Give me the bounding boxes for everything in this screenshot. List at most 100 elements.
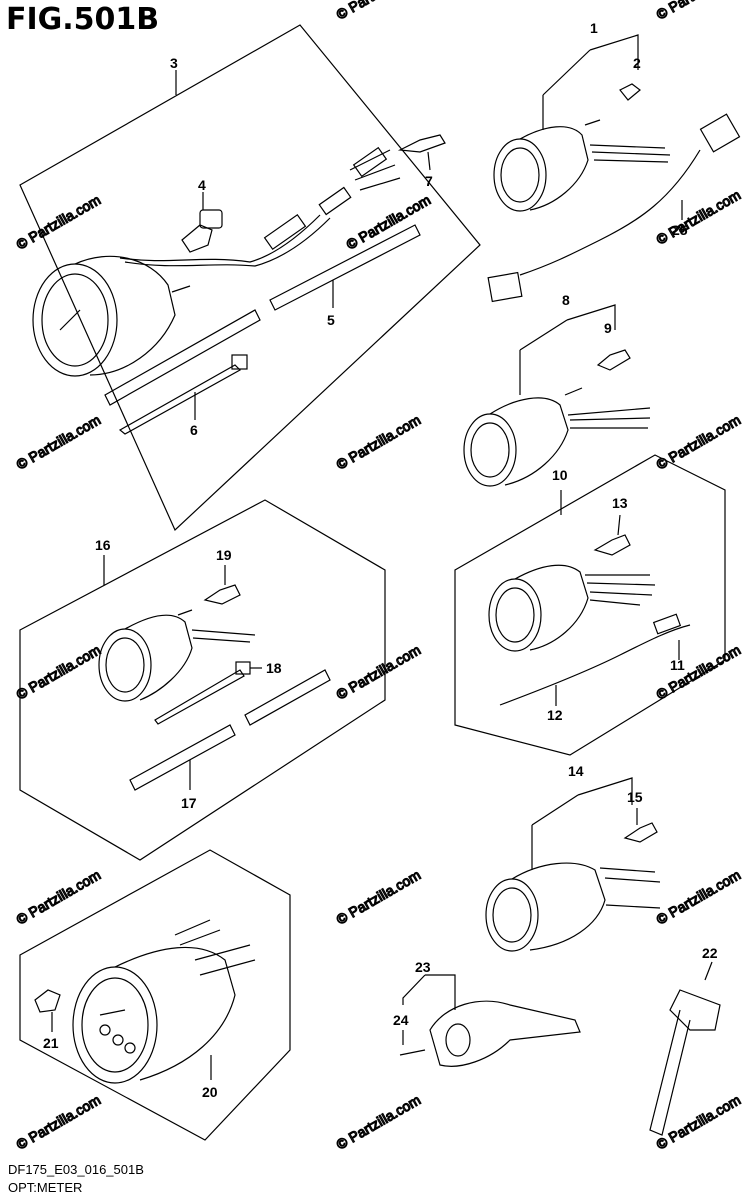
leader-line <box>542 49 591 96</box>
gauge-bezel <box>493 138 547 212</box>
gauge-stud <box>584 119 601 126</box>
bulb <box>619 83 641 101</box>
connector <box>263 213 307 251</box>
callout-8: 8 <box>562 292 570 308</box>
leader-line <box>704 961 713 981</box>
cable-tie-head <box>235 661 251 675</box>
watermark-text: © Partzilla.com <box>14 412 104 473</box>
callout-9: 9 <box>604 320 612 336</box>
leader-line <box>531 794 579 826</box>
callout-7: 7 <box>425 173 433 189</box>
gauge-needle <box>59 309 81 331</box>
leader-line <box>566 304 616 330</box>
wire-lead <box>191 629 256 643</box>
callout-18: 18 <box>266 660 282 676</box>
watermark-text: © Partzilla.com <box>654 412 744 473</box>
figure-code: DF175_E03_016_501B <box>8 1162 144 1177</box>
callout-21: 21 <box>43 1035 59 1051</box>
lever-bracket <box>429 1000 581 1067</box>
wire-lead <box>567 407 651 429</box>
callout-25: 25 <box>672 222 688 238</box>
watermark-text: © Partzilla.com <box>334 412 424 473</box>
tube <box>269 224 421 311</box>
bulb-housing <box>199 209 223 229</box>
callout-24: 24 <box>393 1012 409 1028</box>
screw <box>399 1049 426 1056</box>
cable-tie <box>118 364 241 435</box>
connector <box>318 186 352 216</box>
gauge-face <box>470 422 510 478</box>
group-gauge-1 <box>487 34 741 303</box>
harness-connector <box>699 113 741 153</box>
figure-title: FIG.501B <box>6 2 160 37</box>
callout-23: 23 <box>415 959 431 975</box>
group-sender-22 <box>649 961 721 1136</box>
callout-12: 12 <box>547 707 563 723</box>
callout-22: 22 <box>702 945 718 961</box>
gauge-stud <box>564 387 583 396</box>
watermark-text: © Partzilla.com <box>334 867 424 928</box>
gauge-dial-dot <box>112 1034 124 1046</box>
group-box-16 <box>19 499 386 861</box>
group-outline <box>19 849 291 1141</box>
wire <box>119 214 321 263</box>
gauge-face <box>495 587 535 643</box>
bulb-socket <box>181 224 213 253</box>
gauge-bezel <box>98 628 152 702</box>
gauge-bezel <box>488 578 542 652</box>
callout-11: 11 <box>670 657 685 673</box>
gauge-body <box>514 564 589 651</box>
gauge-dial-dot <box>99 1024 111 1036</box>
callout-1: 1 <box>590 20 598 36</box>
group-box-10 <box>454 454 726 756</box>
wire-lead <box>585 574 656 606</box>
callout-2: 2 <box>633 55 641 71</box>
bulb <box>593 534 631 556</box>
leader-line <box>519 319 568 351</box>
callout-3: 3 <box>170 55 178 71</box>
callout-13: 13 <box>612 495 628 511</box>
watermark-text: © Partzilla.com <box>334 642 424 703</box>
watermark-text: © Partzilla.com <box>654 0 744 23</box>
gauge-face <box>105 637 145 693</box>
sender-arm <box>649 1009 691 1136</box>
gauge-face <box>41 273 109 367</box>
gauge-body <box>489 397 569 486</box>
cable-tie-head <box>231 354 248 370</box>
wire-lead <box>174 919 256 976</box>
watermark-text: © Partzilla.com <box>654 187 744 248</box>
leader-line <box>589 34 639 70</box>
callout-19: 19 <box>216 547 232 563</box>
figure-caption: OPT:METER <box>8 1180 83 1195</box>
gauge-bezel <box>32 263 118 377</box>
sender-head <box>669 989 721 1031</box>
callout-4: 4 <box>198 177 206 193</box>
bulb <box>397 134 446 153</box>
harness-connector <box>487 271 523 303</box>
gauge-needle <box>99 1009 126 1016</box>
watermark-text: © Partzilla.com <box>654 867 744 928</box>
watermark-text: © Partzilla.com <box>334 1092 424 1153</box>
wire-lead <box>589 144 671 163</box>
watermark-text: © Partzilla.com <box>14 867 104 928</box>
connector <box>652 613 682 635</box>
group-box-20 <box>19 849 291 1141</box>
cable-tie <box>154 669 245 725</box>
leader-line <box>577 777 633 805</box>
bracket-hole <box>445 1023 471 1057</box>
callout-10: 10 <box>552 467 568 483</box>
watermark-text: © Partzilla.com <box>344 192 434 253</box>
gauge-body <box>519 126 589 211</box>
watermark-text: © Partzilla.com <box>654 1092 744 1153</box>
wire-lead <box>349 149 401 191</box>
callout-6: 6 <box>190 422 198 438</box>
callout-14: 14 <box>568 763 584 779</box>
callout-layer: 1 2 3 4 5 6 7 8 9 10 11 12 13 14 15 16 1… <box>43 20 718 1100</box>
callout-17: 17 <box>181 795 197 811</box>
gauge-body <box>124 614 193 701</box>
group-bracket-23 <box>399 974 581 1067</box>
wire-lead <box>499 624 691 706</box>
watermark-text: © Partzilla.com <box>14 1092 104 1153</box>
gauge-body <box>114 946 236 1081</box>
